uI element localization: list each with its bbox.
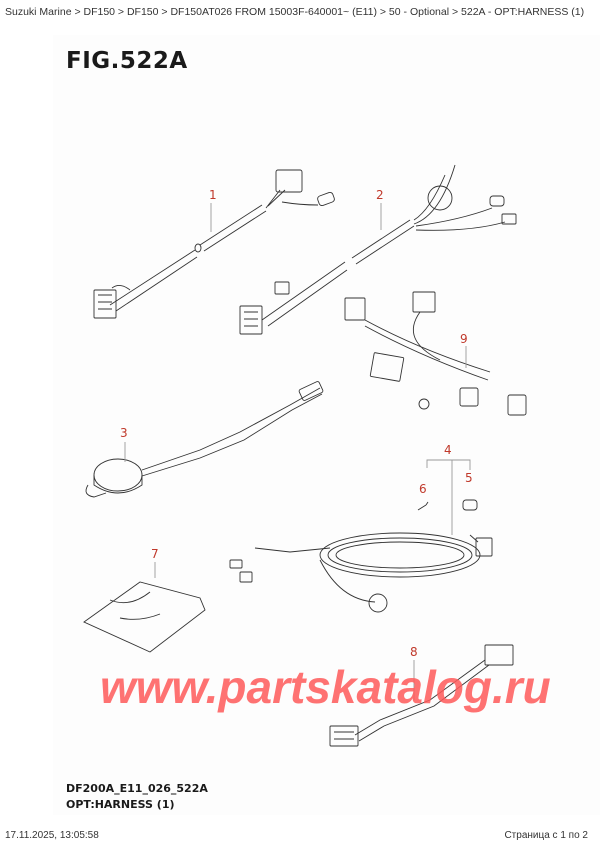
figure-title: FIG.522A: [66, 48, 188, 74]
callout-1[interactable]: 1: [209, 188, 217, 202]
callout-4[interactable]: 4: [444, 443, 452, 457]
footer-timestamp: 17.11.2025, 13:05:58: [5, 830, 99, 841]
breadcrumb[interactable]: Suzuki Marine > DF150 > DF150 > DF150AT0…: [5, 6, 585, 18]
part-5-cap[interactable]: [462, 499, 478, 511]
callout-8[interactable]: 8: [410, 645, 418, 659]
callout-5[interactable]: 5: [465, 471, 473, 485]
callout-6[interactable]: 6: [419, 482, 427, 496]
part-8-harness[interactable]: [329, 644, 514, 747]
part-3-buzzer[interactable]: [85, 381, 324, 498]
part-6-pin[interactable]: [417, 501, 429, 511]
part-4-harness[interactable]: [229, 459, 493, 613]
callout-9[interactable]: 9: [460, 332, 468, 346]
figure-code: DF200A_E11_026_522A: [66, 782, 208, 795]
part-9-harness[interactable]: [344, 291, 527, 416]
figure-caption: OPT:HARNESS (1): [66, 798, 175, 811]
diagram-sheet: [53, 35, 600, 815]
callout-7[interactable]: 7: [151, 547, 159, 561]
callout-3[interactable]: 3: [120, 426, 128, 440]
part-7-bag[interactable]: [83, 562, 206, 653]
callout-2[interactable]: 2: [376, 188, 384, 202]
footer-page-indicator: Страница с 1 по 2: [504, 830, 588, 841]
watermark: www.partskatalog.ru: [100, 661, 551, 713]
part-2-harness[interactable]: [239, 164, 517, 335]
part-1-harness[interactable]: [93, 169, 335, 319]
